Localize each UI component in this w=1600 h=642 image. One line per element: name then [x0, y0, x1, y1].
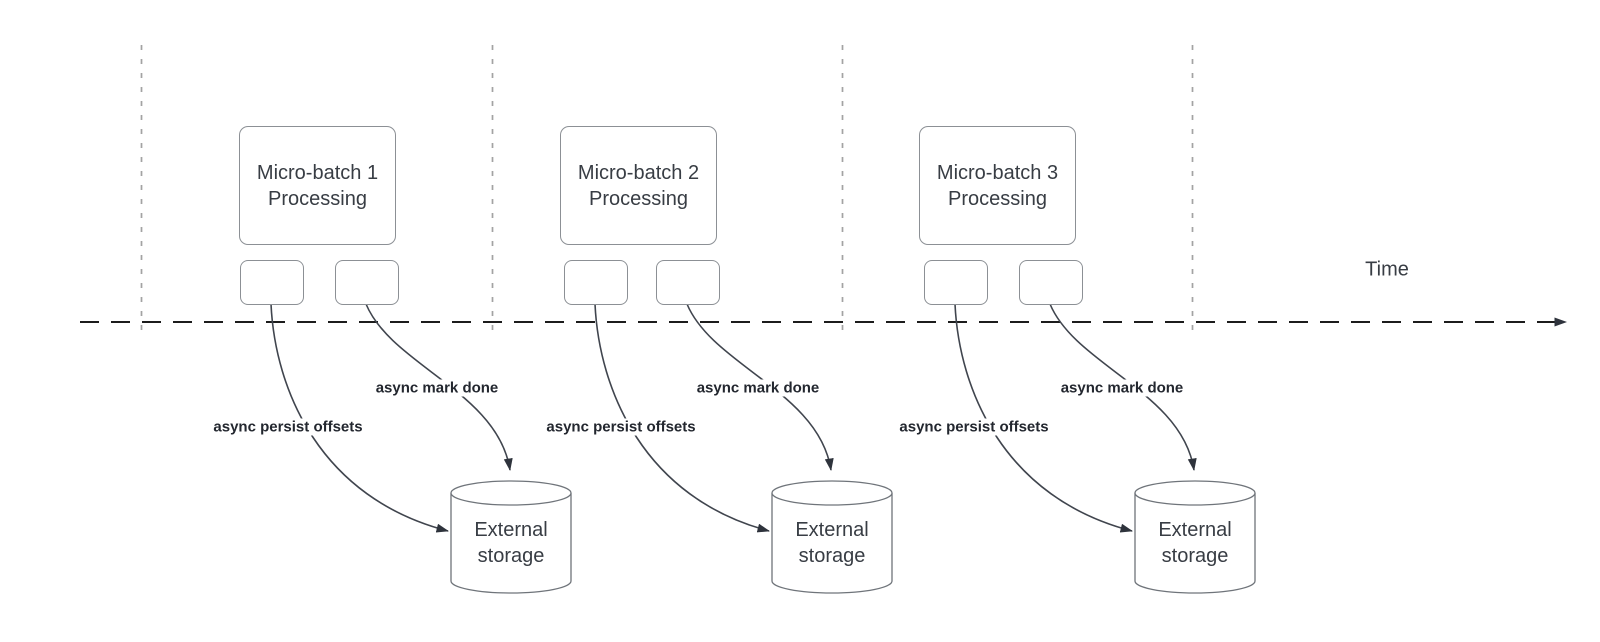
micro-batch-3-task-box-1 [924, 260, 988, 305]
mark-done-label-3: async mark done [1057, 379, 1187, 397]
time-axis-label: Time [1365, 258, 1409, 281]
micro-batch-1-processing-label: Micro-batch 1 Processing [257, 160, 378, 212]
cylinder-body [771, 493, 893, 594]
storage-label-line: External [1158, 519, 1232, 541]
box-label-line: Processing [268, 187, 367, 210]
persist-offsets-arrow-2 [594, 303, 770, 533]
micro-batch-3-processing-box: Micro-batch 3 Processing [919, 126, 1076, 245]
storage-label-line: External [795, 519, 869, 541]
cylinder-top [1134, 480, 1256, 506]
micro-batch-2-processing-label: Micro-batch 2 Processing [578, 160, 699, 212]
box-label-line: Processing [948, 187, 1047, 210]
cylinder-body [1134, 493, 1256, 594]
cylinder-top [450, 480, 572, 506]
storage-label-line: External [474, 519, 548, 541]
external-storage-label-1: External storage [474, 517, 547, 569]
micro-batch-2-task-box-2 [656, 260, 720, 305]
persist-offsets-label-1: async persist offsets [210, 418, 366, 436]
external-storage-label-2: External storage [795, 517, 868, 569]
micro-batch-2-task-box-1 [564, 260, 628, 305]
external-storage-label-3: External storage [1158, 517, 1231, 569]
box-label-line: Micro-batch 1 [256, 161, 379, 184]
micro-batch-2-processing-box: Micro-batch 2 Processing [560, 126, 717, 245]
persist-offsets-label-3: async persist offsets [896, 418, 1052, 436]
micro-batch-3-processing-label: Micro-batch 3 Processing [937, 160, 1058, 212]
box-label-line: Processing [589, 187, 688, 210]
micro-batch-1-task-box-1 [240, 260, 304, 305]
external-storage-cylinder-1 [450, 480, 572, 594]
cylinder-body [450, 493, 572, 594]
mark-done-label-2: async mark done [693, 379, 823, 397]
micro-batch-3-task-box-2 [1019, 260, 1083, 305]
persist-offsets-label-2: async persist offsets [543, 418, 699, 436]
storage-label-line: storage [798, 545, 866, 567]
cylinder-top [771, 480, 893, 506]
storage-label-line: storage [477, 545, 545, 567]
box-label-line: Micro-batch 3 [936, 161, 1059, 184]
external-storage-cylinder-3 [1134, 480, 1256, 594]
persist-offsets-arrow-3 [954, 303, 1133, 533]
storage-label-line: storage [1161, 545, 1229, 567]
persist-offsets-arrow-1 [270, 303, 449, 533]
external-storage-cylinder-2 [771, 480, 893, 594]
micro-batch-1-processing-box: Micro-batch 1 Processing [239, 126, 396, 245]
mark-done-label-1: async mark done [372, 379, 502, 397]
box-label-line: Micro-batch 2 [577, 161, 700, 184]
micro-batch-1-task-box-2 [335, 260, 399, 305]
